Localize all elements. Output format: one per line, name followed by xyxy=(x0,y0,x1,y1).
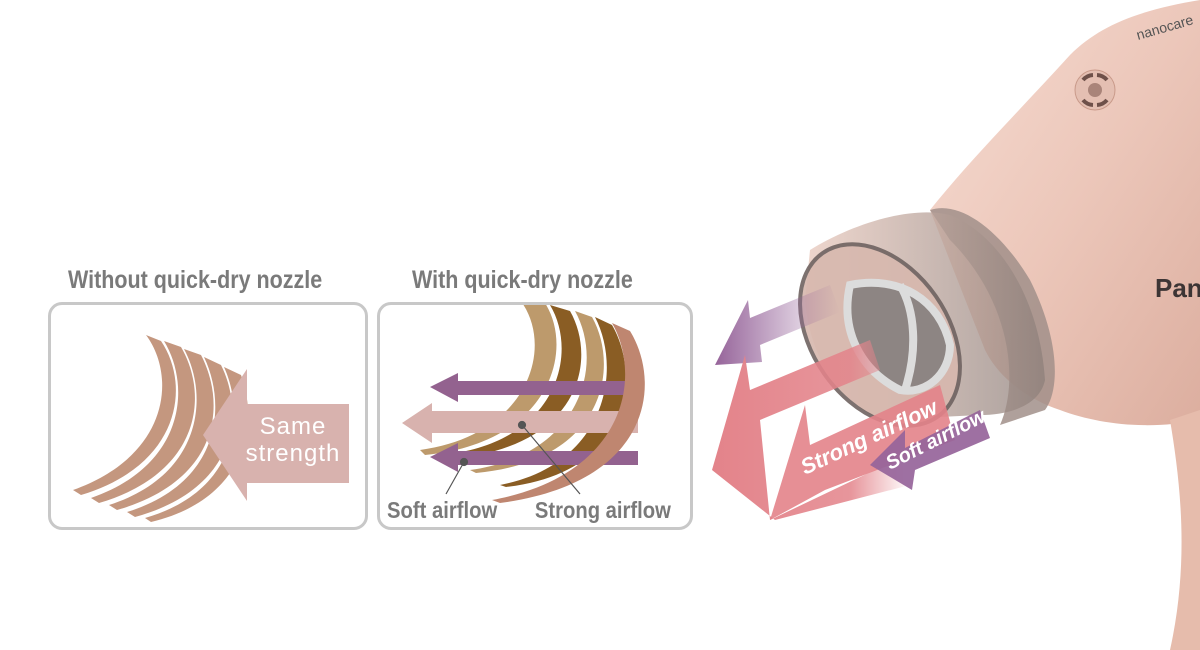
same-strength-label-line2: strength xyxy=(246,440,341,467)
hair-strands-even xyxy=(73,335,249,522)
soft-airflow-label: Soft airflow xyxy=(387,497,497,524)
hair-strand-front xyxy=(492,323,645,503)
same-strength-arrow: Same strength xyxy=(203,369,349,501)
same-strength-label-line1: Same xyxy=(260,413,327,440)
panel-title-without-nozzle: Without quick-dry nozzle xyxy=(68,266,323,294)
without-nozzle-illustration: Same strength xyxy=(73,335,349,522)
strong-airflow-label: Strong airflow xyxy=(535,497,671,524)
panel-with-nozzle: Soft airflow Strong airflow xyxy=(377,300,693,530)
strong-airflow-big-arrow xyxy=(712,340,910,520)
soft-airflow-big-arrow-bottom xyxy=(870,410,990,490)
air-vent-icon xyxy=(1074,69,1116,111)
with-nozzle-illustration: Soft airflow Strong airflow xyxy=(387,300,671,524)
soft-airflow-arrow-top xyxy=(430,373,638,402)
pointer-lines xyxy=(445,420,581,495)
hair-dryer-illustration: nanocare Pan Strong airflow Soft airflow xyxy=(712,0,1200,650)
brand-logo-text: Pan xyxy=(1155,273,1200,303)
panel-title-with-nozzle: With quick-dry nozzle xyxy=(412,266,633,294)
soft-airflow-big-arrow-top xyxy=(715,285,840,365)
panel-without-nozzle: Same strength xyxy=(48,302,368,530)
strong-airflow-big-arrow-lower xyxy=(770,385,955,520)
dryer-handle xyxy=(1170,410,1200,650)
